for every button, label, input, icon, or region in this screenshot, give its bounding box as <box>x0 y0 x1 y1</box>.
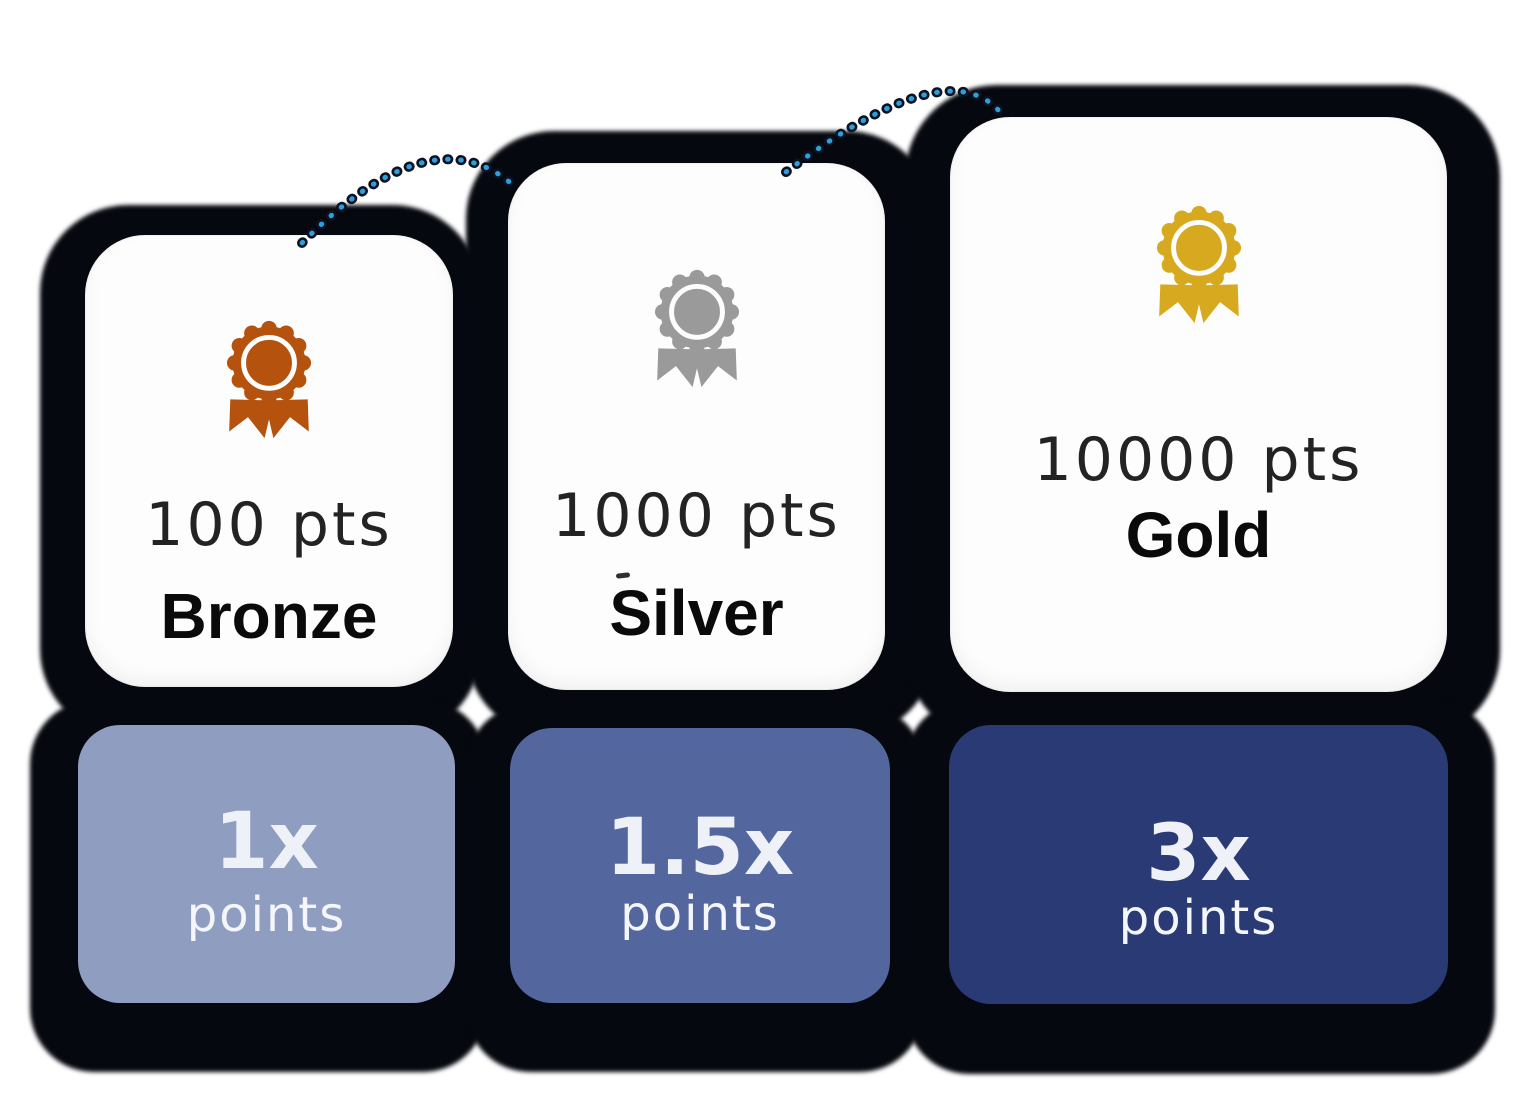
multiplier-unit: points <box>620 886 780 942</box>
tier-card-gold: 10000 pts Gold <box>950 117 1447 692</box>
ribbon-tails <box>656 348 737 388</box>
tier-card-bronze: 100 pts Bronze <box>85 235 453 687</box>
tier-name: Silver <box>609 577 784 649</box>
award-ribbon-icon <box>654 269 739 388</box>
rosette <box>226 320 312 405</box>
points-threshold: 1000 pts <box>552 481 841 551</box>
tier-card-silver: 1000 pts Silver <box>508 163 885 690</box>
multiplier-unit: points <box>1118 890 1279 946</box>
multiplier-badge-silver: 1.5x points <box>510 728 890 1003</box>
multiplier-value: 3x <box>1146 809 1251 899</box>
rosette <box>654 269 739 354</box>
tier-name: Gold <box>1125 499 1272 571</box>
points-threshold: 100 pts <box>145 490 393 560</box>
tier-name: Bronze <box>160 580 378 652</box>
points-threshold: 10000 pts <box>1033 425 1364 495</box>
ribbon-tails <box>229 399 309 439</box>
ribbon-tails <box>1158 284 1239 324</box>
multiplier-badge-bronze: 1x points <box>78 725 455 1003</box>
award-ribbon-icon <box>1156 205 1241 324</box>
multiplier-value: 1x <box>214 797 319 887</box>
multiplier-badge-gold: 3x points <box>949 725 1448 1004</box>
award-ribbon-icon <box>226 320 312 439</box>
multiplier-unit: points <box>186 887 347 943</box>
multiplier-value: 1.5x <box>605 803 795 893</box>
rosette <box>1156 205 1241 290</box>
